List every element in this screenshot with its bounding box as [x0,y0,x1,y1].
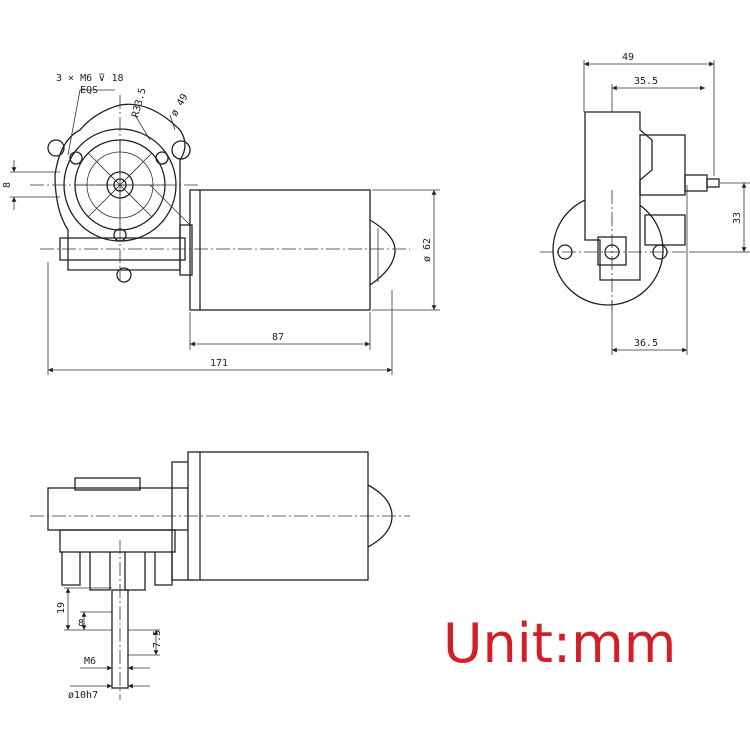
label-r335: R33.5 [130,87,148,119]
label-dim365: 36.5 [634,338,658,349]
label-dim8-front: 8 [2,182,13,188]
motor-flange [179,224,193,276]
mount-hole-1 [69,151,83,165]
side-shaft-tip [706,178,720,188]
label-dim171: 171 [210,358,228,369]
unit-label: Unit:mm [443,612,676,675]
side-shaft-nub [684,174,708,192]
label-dim8-bottom: 8 [78,618,84,629]
mount-ear-right [171,140,191,160]
motor-body [189,189,371,311]
label-d10h7: ø10h7 [68,690,98,701]
end-cap [369,219,396,286]
side-connector [639,134,686,196]
front-view [10,89,440,375]
top-gearbox-rib [74,477,141,491]
top-view [30,451,410,700]
label-m6: M6 [84,656,96,667]
label-dim75: 7.5 [152,630,163,648]
label-dim19: 19 [56,602,67,614]
label-hole-eqs: EQS [80,85,98,96]
side-view [540,60,750,355]
mount-hole-2 [155,151,169,165]
label-d62: ø 62 [422,238,433,262]
side-bracket [644,214,686,246]
top-terminal-block [59,529,176,553]
label-hole-spec: 3 × M6 ⊽ 18 [56,73,124,84]
label-dim33: 33 [732,212,743,224]
label-dim87: 87 [272,332,284,343]
label-dim355: 35.5 [634,76,658,87]
mount-ear-left [47,139,65,157]
label-d49: ø 49 [169,92,191,118]
top-terminals [61,552,173,591]
label-dim49: 49 [622,52,634,63]
mount-ear-bottom [116,267,132,283]
top-gearbox [47,487,189,531]
